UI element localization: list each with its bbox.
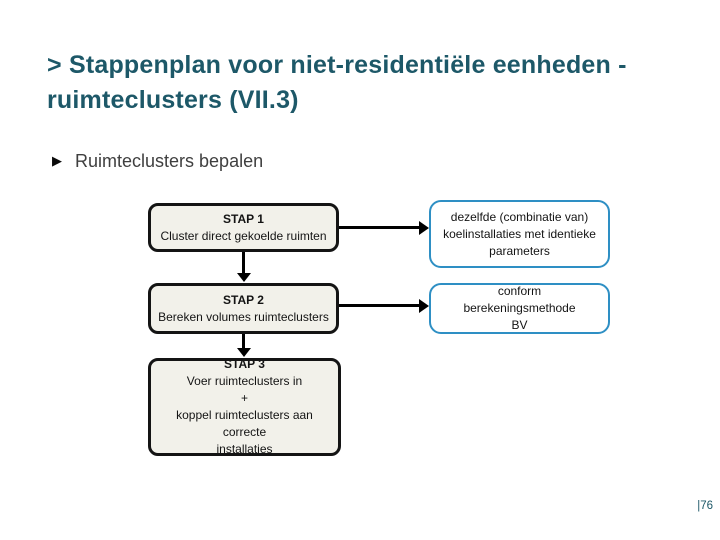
bullet-triangle-icon: ▶ [52, 153, 62, 168]
step-3-title: STAP 3 [224, 357, 265, 371]
page-title-line-1: > Stappenplan voor niet-residentiële een… [47, 51, 627, 79]
step-3-text-line-2: + [240, 391, 248, 405]
connector-arrow-step1-to-step2 [236, 252, 251, 282]
bullet-item: ▶ Ruimteclusters bepalen [52, 150, 263, 172]
note-1-line-1: dezelfde (combinatie van) [450, 209, 589, 224]
page-number: |76 [697, 500, 713, 512]
page-title-line-2: ruimteclusters (VII.3) [47, 86, 299, 114]
connector-arrow-step1-to-note1 [339, 220, 429, 235]
note-1-line-3: parameters [489, 243, 550, 258]
bullet-label: Ruimteclusters bepalen [75, 151, 264, 171]
note-2-line-2: BV [511, 318, 528, 332]
connector-arrow-step2-to-step3 [236, 334, 251, 357]
connector-arrow-step2-to-note2 [339, 298, 429, 313]
step-2-text: Bereken volumes ruimteclusters [158, 309, 329, 324]
note-1-line-2: koelinstallaties met identieke [443, 226, 596, 241]
step-1-title: STAP 1 [223, 211, 264, 226]
step-1-text: Cluster direct gekoelde ruimten [160, 228, 327, 243]
step-3-text-line-4: installaties [216, 442, 273, 456]
flowchart-step-2-box: STAP 2 Bereken volumes ruimteclusters [148, 283, 339, 334]
flowchart-step-3-box: STAP 3 Voer ruimteclusters in + koppel r… [148, 357, 341, 456]
page-title: > Stappenplan voor niet-residentiële een… [47, 48, 692, 118]
step-3-text-line-3: koppel ruimteclusters aan correcte [176, 408, 313, 439]
note-box-1: dezelfde (combinatie van) koelinstallati… [429, 200, 610, 268]
note-2-line-1: conform berekeningsmethode [463, 284, 576, 315]
note-box-2: conform berekeningsmethode BV [429, 283, 610, 334]
step-3-text-line-1: Voer ruimteclusters in [186, 374, 303, 388]
step-2-title: STAP 2 [223, 292, 264, 307]
flowchart-step-1-box: STAP 1 Cluster direct gekoelde ruimten [148, 203, 339, 252]
